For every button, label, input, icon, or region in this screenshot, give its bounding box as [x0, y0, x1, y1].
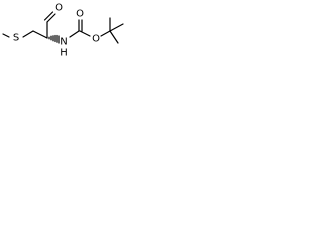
structure-diagram: O S N H O O	[2, 3, 124, 59]
atom-sulfur: S	[13, 33, 19, 44]
atom-hydrogen: H	[60, 48, 68, 59]
bond-aldehyde-c-o-1	[46, 13, 56, 23]
bond-methyl-sulfur	[2, 33, 10, 38]
bond-ch2-alpha	[32, 30, 48, 39]
bond-tbutyl-methyl-down	[109, 30, 119, 44]
atom-nitrogen: N	[60, 37, 67, 48]
atom-oxygen-aldehyde: O	[55, 3, 63, 14]
bond-layer	[2, 11, 124, 44]
bond-sulfur-ch2	[22, 30, 34, 38]
atom-layer: O S N H O O	[13, 3, 100, 59]
atom-oxygen-carbonyl: O	[76, 9, 84, 20]
hashed-wedge-alpha-n	[48, 34, 60, 44]
atom-oxygen-ester: O	[92, 34, 100, 45]
bond-tbutyl-methyl-right	[109, 23, 124, 32]
bond-carbonyl-ester-o	[79, 30, 91, 37]
bond-ester-o-quaternary	[100, 30, 111, 37]
bond-n-carbonyl-carbon	[69, 30, 80, 38]
bond-aldehyde-c-o-2	[43, 11, 54, 21]
